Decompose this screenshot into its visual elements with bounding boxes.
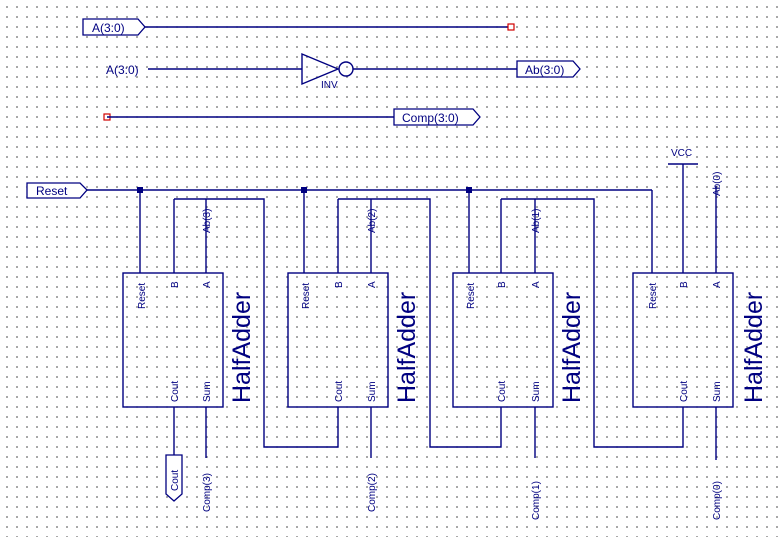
reset-port[interactable]: Reset xyxy=(26,182,88,199)
half-adder-1-pin-cout: Cout xyxy=(497,381,508,402)
half-adder-2-pin-cout: Cout xyxy=(334,381,345,402)
half-adder-1-pin-a: A xyxy=(531,281,542,288)
svg-text:Ab(3:0): Ab(3:0) xyxy=(525,63,564,77)
half-adder-1-pin-b: B xyxy=(497,281,508,288)
cout-port[interactable]: Cout xyxy=(165,454,183,502)
half-adder-3-title: HalfAdder xyxy=(228,292,256,403)
half-adder-3-pin-sum: Sum xyxy=(202,381,213,402)
half-adder-0[interactable]: Reset B A Cout Sum HalfAdder xyxy=(632,272,768,408)
ab-bus-port[interactable]: Ab(3:0) xyxy=(516,60,581,78)
half-adder-2-pin-a: A xyxy=(367,281,378,288)
half-adder-1-title: HalfAdder xyxy=(558,292,586,403)
a-bus-open-end xyxy=(507,23,515,31)
half-adder-0-body xyxy=(632,272,734,408)
half-adder-1-pin-sum: Sum xyxy=(531,381,542,402)
half-adder-3-body xyxy=(122,272,224,408)
vcc-label: VCC xyxy=(671,148,692,159)
half-adder-2-pin-reset: Reset xyxy=(301,283,312,309)
half-adder-0-pin-cout: Cout xyxy=(679,381,690,402)
half-adder-2-pin-sum: Sum xyxy=(367,381,378,402)
half-adder-1[interactable]: Reset B A Cout Sum HalfAdder xyxy=(452,272,586,408)
comp-bus-port[interactable]: Comp(3:0) xyxy=(393,108,481,126)
half-adder-0-pin-sum: Sum xyxy=(712,381,723,402)
half-adder-1-pin-reset: Reset xyxy=(466,283,477,309)
carry-wire-1-to-2 xyxy=(338,198,502,448)
svg-text:Comp(3:0): Comp(3:0) xyxy=(402,111,459,125)
half-adder-3-pin-reset: Reset xyxy=(137,283,148,309)
half-adder-3-pin-b: B xyxy=(170,281,181,288)
ha0-sum-net-label: Comp(0) xyxy=(712,481,723,520)
half-adder-1-body xyxy=(452,272,554,408)
ha3-a-net-label: Ab(3) xyxy=(202,209,213,233)
a-input-label: A(3:0) xyxy=(106,63,139,77)
svg-text:A(3:0): A(3:0) xyxy=(92,21,125,35)
svg-text:Cout: Cout xyxy=(170,470,181,491)
half-adder-3-pin-cout: Cout xyxy=(170,381,181,402)
half-adder-0-pin-reset: Reset xyxy=(648,283,659,309)
half-adder-3[interactable]: Reset B A Cout Sum HalfAdder xyxy=(122,272,256,408)
carry-wire-2-to-3 xyxy=(174,198,339,448)
a-bus-port[interactable]: A(3:0) xyxy=(82,18,146,36)
ha3-sum-net-label: Comp(3) xyxy=(202,473,213,512)
half-adder-2-pin-b: B xyxy=(334,281,345,288)
svg-text:Reset: Reset xyxy=(36,184,68,198)
inverter-label: INV xyxy=(321,80,338,91)
ha2-sum-net-label: Comp(2) xyxy=(367,473,378,512)
ha1-a-net-label: Ab(1) xyxy=(531,209,542,233)
ha1-sum-net-label: Comp(1) xyxy=(531,481,542,520)
ha0-a-net-label: Ab(0) xyxy=(712,172,723,196)
half-adder-2[interactable]: Reset B A Cout Sum HalfAdder xyxy=(287,272,421,408)
half-adder-3-pin-a: A xyxy=(202,281,213,288)
ha2-a-net-label: Ab(2) xyxy=(367,209,378,233)
half-adder-0-pin-a: A xyxy=(712,281,723,288)
half-adder-0-pin-b: B xyxy=(679,281,690,288)
carry-wire-0-to-1 xyxy=(501,198,684,448)
half-adder-2-title: HalfAdder xyxy=(393,292,421,403)
half-adder-0-title: HalfAdder xyxy=(740,292,768,403)
